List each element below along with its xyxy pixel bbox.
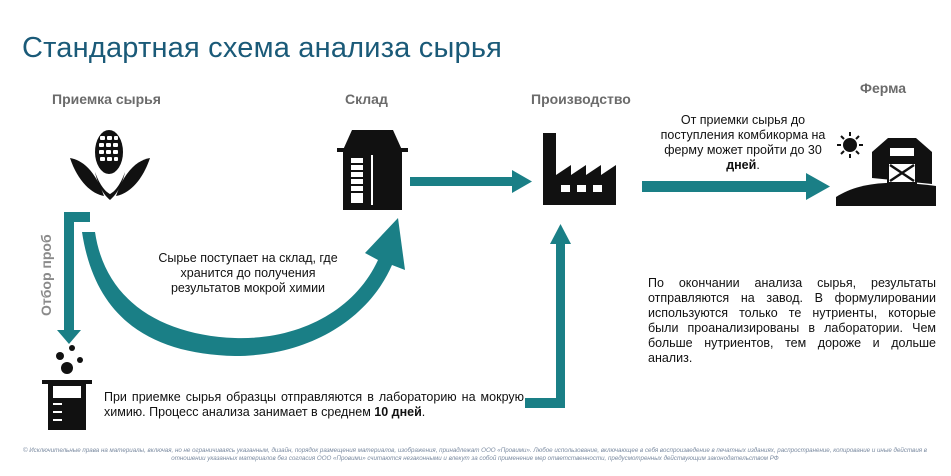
note-lab-days: 10 дней [374,405,422,419]
copyright-footer: © Исключительные права на материалы, вкл… [22,447,928,462]
note-to-farm: От приемки сырья до поступления комбикор… [658,113,828,173]
note-lab-text: При приемке сырья образцы отправляются в… [104,390,524,419]
stage-label-farm: Ферма [860,80,907,96]
note-to-farm-end: . [756,158,760,172]
arrows [57,170,830,408]
note-to-farm-days: дней [726,158,757,172]
page-title: Стандартная схема анализа сырья [22,32,503,64]
note-to-farm-text: От приемки сырья до поступления комбикор… [660,113,826,157]
stage-label-production: Производство [531,91,631,107]
note-to-warehouse: Сырье поступает на склад, где хранится д… [158,251,338,295]
stage-label-warehouse: Склад [345,91,388,107]
sampling-label: Отбор проб [38,234,54,316]
farm-barn-icon [836,138,936,206]
factory-icon [543,133,616,205]
sun-icon [837,132,863,158]
note-results: По окончании анализа сырья, результаты о… [648,276,936,365]
lab-beaker-icon [42,345,92,430]
note-lab: При приемке сырья образцы отправляются в… [104,390,524,420]
silo-icon [337,130,408,210]
corn-icon [70,130,150,200]
note-lab-end: . [421,405,426,419]
stage-label-receiving: Приемка сырья [52,91,161,107]
